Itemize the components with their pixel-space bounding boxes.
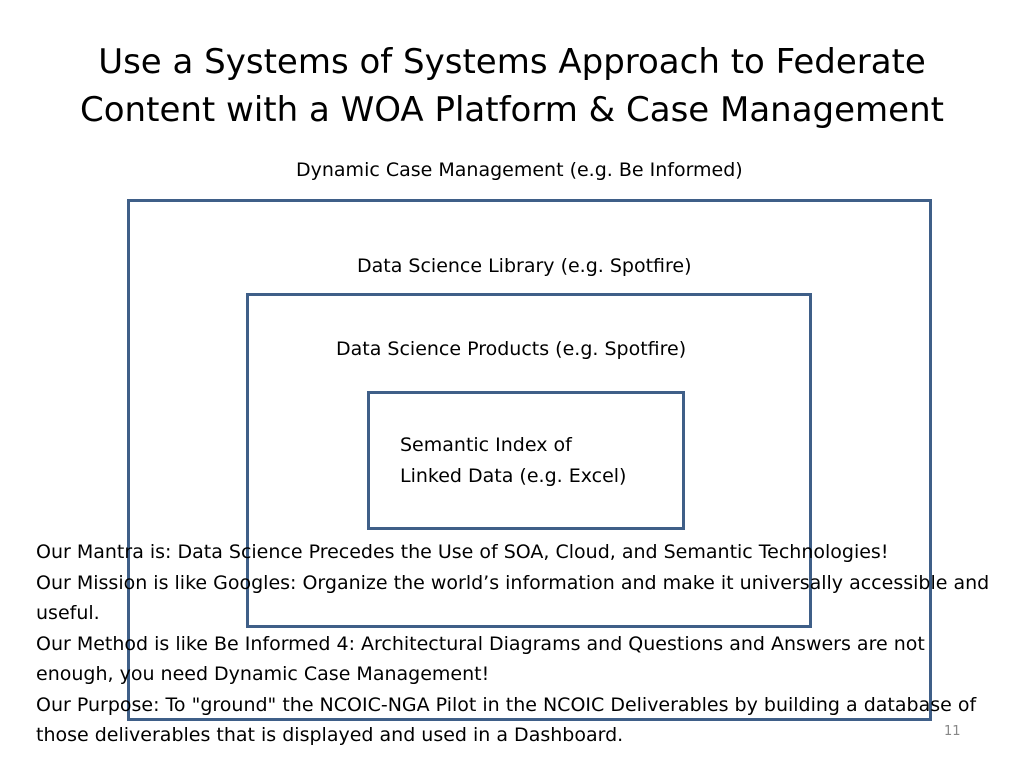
slide-title-line-1: Use a Systems of Systems Approach to Fed…	[98, 42, 926, 82]
semantic-index-label-line-2: Linked Data (e.g. Excel)	[400, 465, 627, 487]
data-science-products-label: Data Science Products (e.g. Spotfire)	[336, 338, 687, 360]
mission-statement: Our Mission is like Googles: Organize th…	[36, 571, 990, 625]
slide-title: Use a Systems of Systems Approach to Fed…	[0, 38, 1024, 134]
semantic-index-box	[367, 391, 685, 530]
page-number: 11	[944, 724, 961, 739]
data-science-library-box	[246, 293, 812, 628]
dynamic-case-management-box	[127, 199, 932, 721]
mantra-statement: Our Mantra is: Data Science Precedes the…	[36, 541, 889, 563]
semantic-index-label-line-1: Semantic Index of	[400, 434, 572, 456]
method-statement: Our Method is like Be Informed 4: Archit…	[36, 632, 925, 686]
data-science-library-label: Data Science Library (e.g. Spotfire)	[357, 255, 692, 277]
statements-block: Our Mantra is: Data Science Precedes the…	[36, 537, 996, 751]
dynamic-case-management-label: Dynamic Case Management (e.g. Be Informe…	[296, 159, 743, 181]
purpose-statement: Our Purpose: To "ground" the NCOIC-NGA P…	[36, 693, 977, 747]
slide-title-line-2: Content with a WOA Platform & Case Manag…	[80, 90, 944, 130]
